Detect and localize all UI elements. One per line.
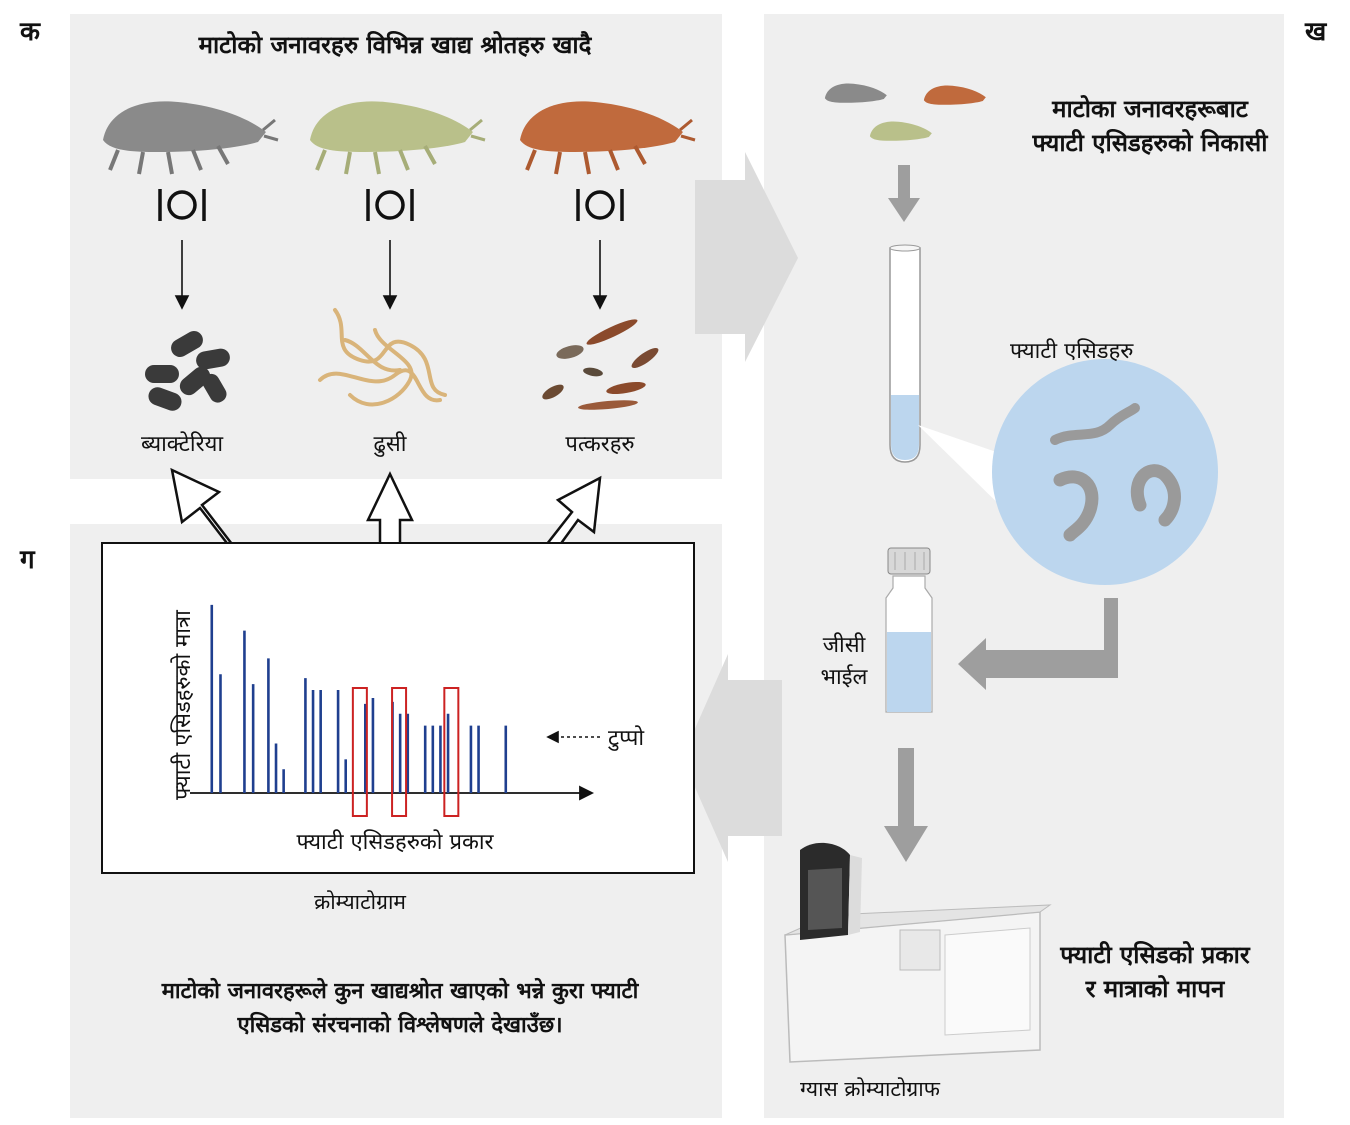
- fungi-hyphae-icon: [318, 308, 447, 407]
- chart-caption: क्रोम्याटोग्राम: [314, 890, 406, 914]
- panel-letter-b: ख: [1305, 17, 1327, 47]
- chromatogram-frame: [101, 542, 695, 874]
- chart-xlabel: फ्याटी एसिडहरुको प्रकार: [296, 830, 494, 855]
- zoom-callout: [918, 425, 1015, 520]
- fatty-acid-molecules-icon: [1050, 403, 1181, 542]
- plate-fork-knife-icon: [158, 189, 624, 221]
- gas-chromatograph-icon: [784, 842, 1052, 1063]
- peak-pointer-arrow: [546, 730, 600, 744]
- small-animal-brown: [923, 85, 986, 105]
- highlight-boxes: [351, 687, 460, 817]
- highlight-box: [391, 687, 408, 817]
- conclusion-text: माटोको जनावरहरूले कुन खाद्यश्रोत खाएको भ…: [161, 979, 639, 1038]
- extraction-text: माटोका जनावरहरूबाट फ्याटी एसिडहरुको निका…: [1032, 95, 1268, 157]
- soil-animal-gray: [103, 101, 279, 175]
- bacteria-icon: [145, 331, 230, 411]
- instrument-label: ग्यास क्रोम्याटोग्राफ: [800, 1077, 940, 1101]
- chart-ylabel: फ्याटी एसिडहरुको मात्रा: [171, 610, 196, 800]
- fatty-acids-label: फ्याटी एसिडहरु: [1010, 339, 1134, 364]
- food-label-bacteria: ब्याक्टेरिया: [140, 432, 224, 457]
- block-arrow-left: [682, 654, 782, 862]
- highlight-box: [351, 687, 368, 817]
- leaf-litter-icon: [542, 319, 659, 410]
- panel-a-title: माटोको जनावरहरु विभिन्न खाद्य श्रोतहरु ख…: [198, 31, 592, 59]
- fatty-acid-zoom-circle: [992, 359, 1218, 585]
- peak-label: टुप्पो: [608, 726, 645, 751]
- small-animal-gray: [824, 83, 887, 103]
- food-label-fungi: ढुसी: [373, 432, 407, 457]
- chromatogram-axes: [190, 785, 595, 801]
- gc-vial-label: जीसी भाईल: [820, 633, 868, 690]
- test-tube-icon: [889, 244, 921, 463]
- gc-vial-icon: [885, 547, 933, 713]
- down-arrow-icons: [174, 240, 608, 310]
- process-arrows: [884, 165, 1118, 862]
- soil-animal-green: [310, 101, 486, 175]
- soil-animal-brown: [520, 101, 696, 175]
- measure-text: फ्याटी एसिडको प्रकार र मात्राको मापन: [1060, 941, 1250, 1003]
- panel-letter-c: ग: [20, 545, 35, 575]
- panel-letter-a: क: [20, 17, 40, 47]
- small-animal-green: [869, 121, 932, 141]
- block-arrow-right: [695, 152, 798, 362]
- food-label-litter: पत्करहरु: [565, 432, 635, 457]
- highlight-box: [443, 687, 460, 817]
